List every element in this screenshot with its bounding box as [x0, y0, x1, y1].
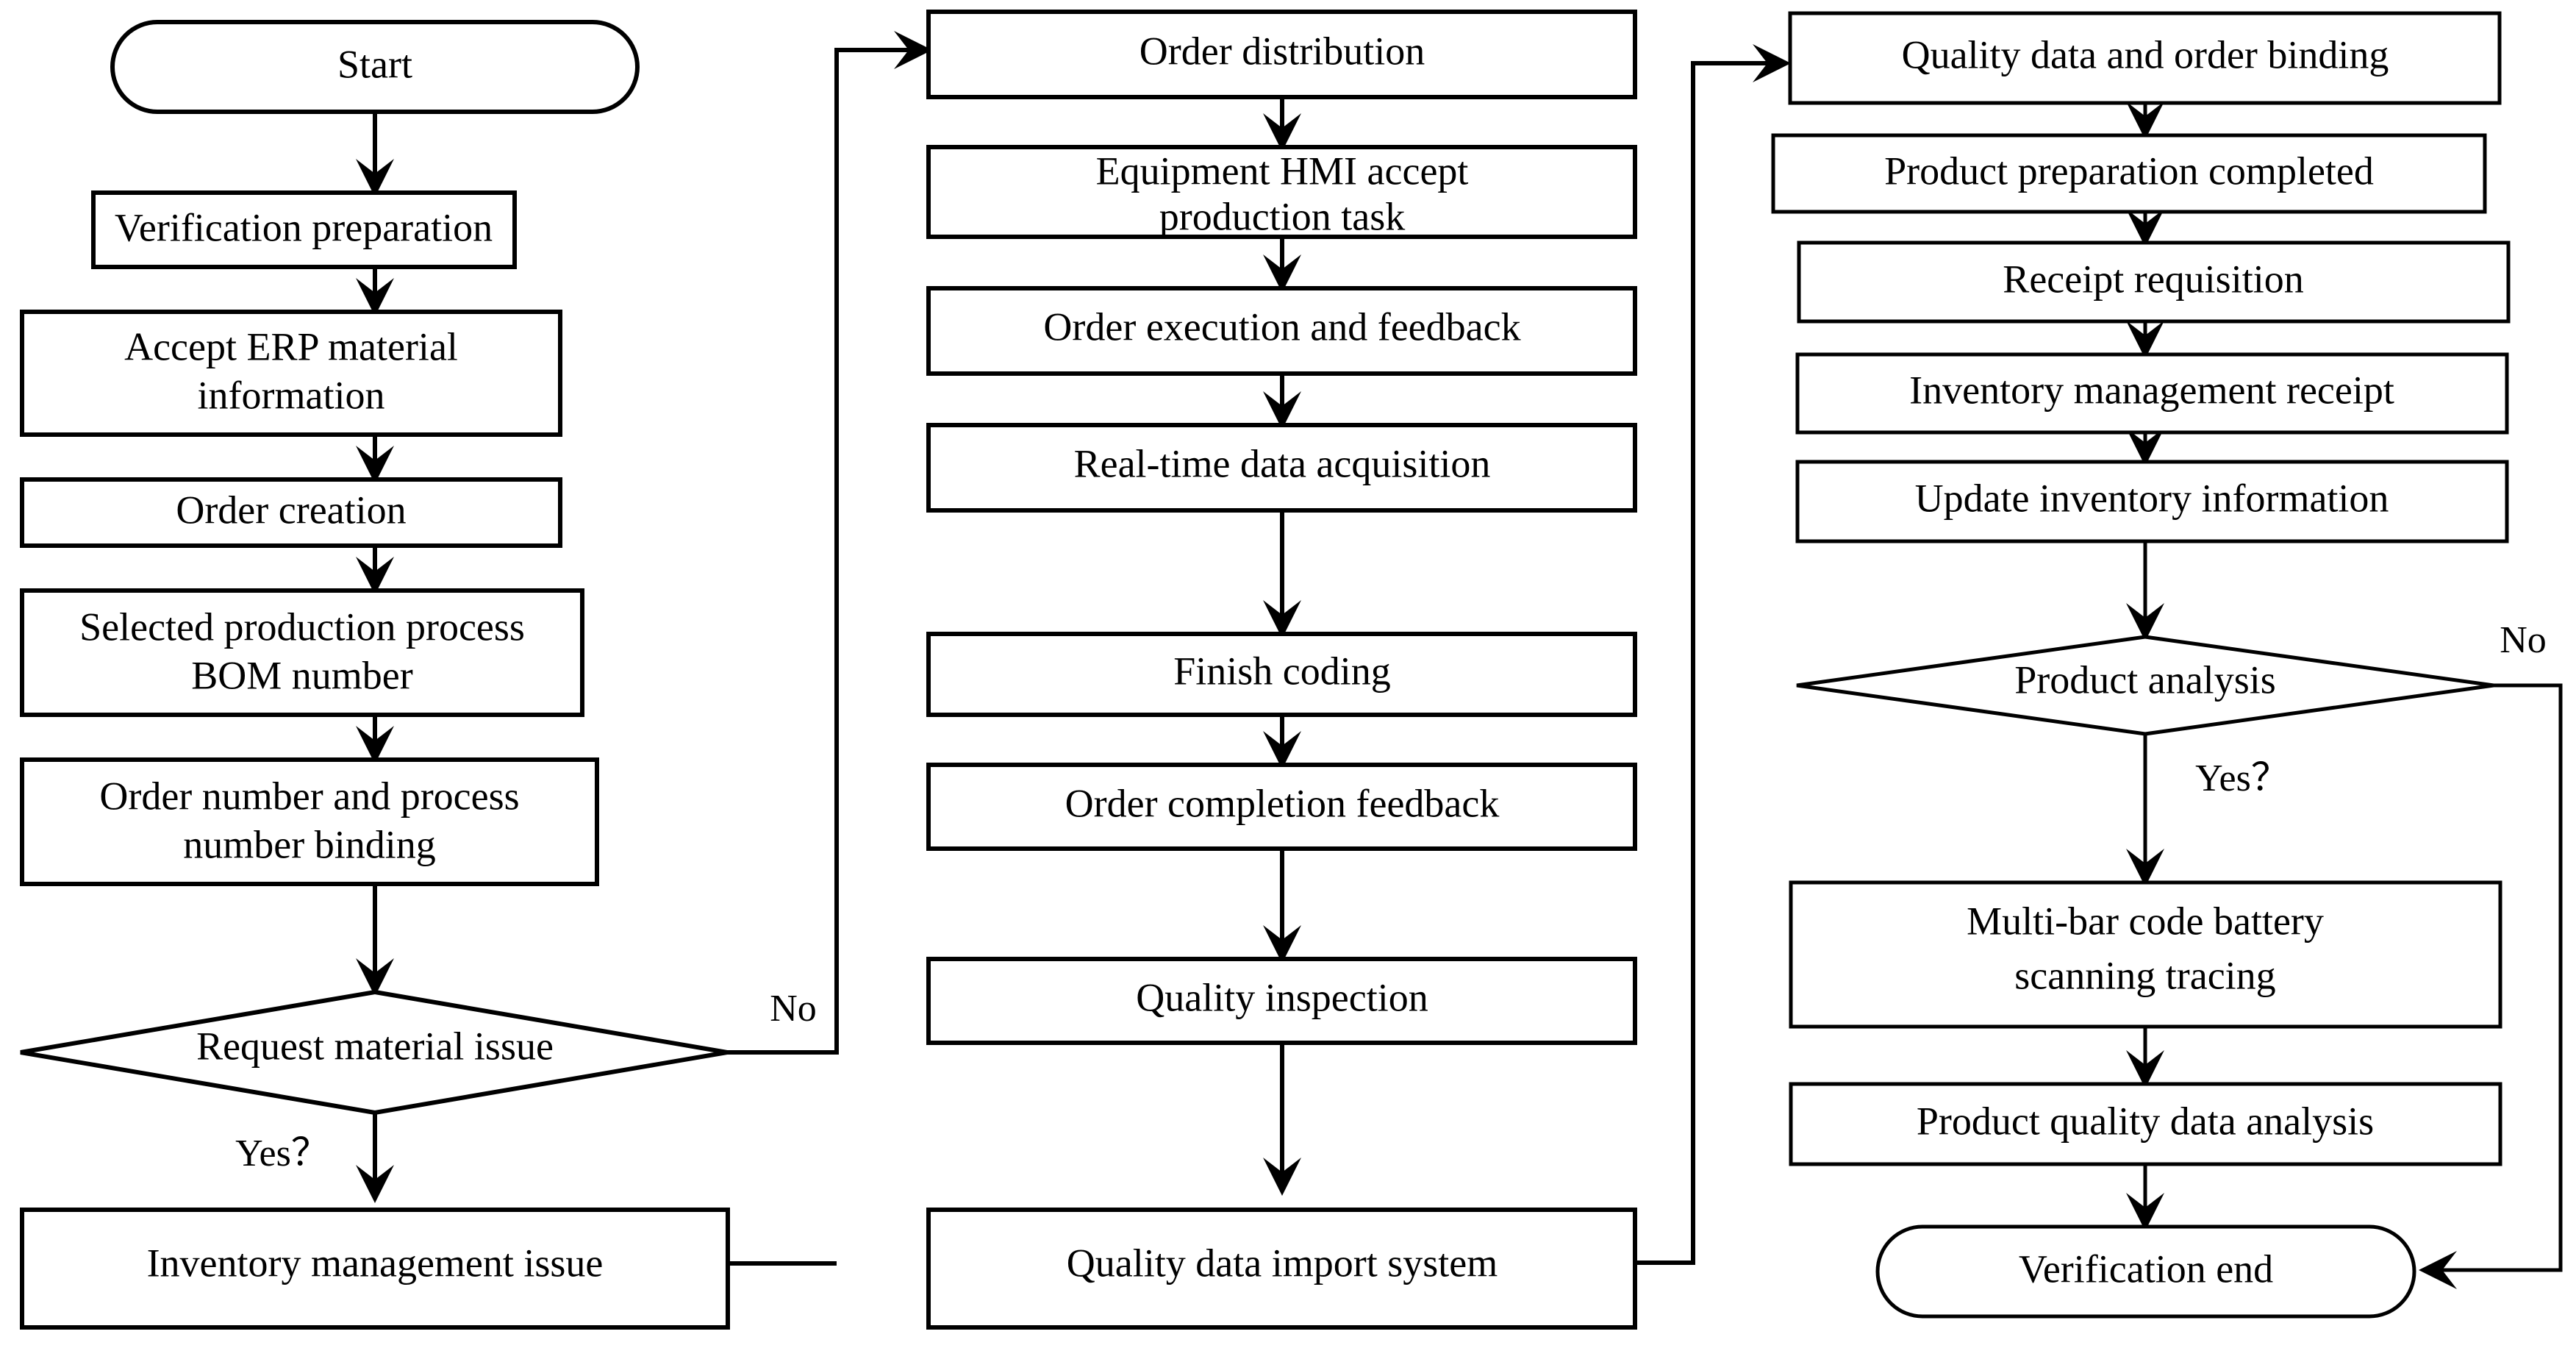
node-verification-end-label: Verification end — [2019, 1247, 2273, 1291]
connector-verifprep-to-accepterp — [356, 267, 394, 316]
node-request-material-issue-label: Request material issue — [196, 1024, 554, 1068]
connector-orderprocbind-to-requestmaterial — [356, 884, 394, 996]
connector-updateinventory-to-productanalysis — [2126, 541, 2164, 641]
node-update-inventory-information-label: Update inventory information — [1915, 476, 2389, 520]
node-equipment-hmi-line1: Equipment HMI accept — [1096, 149, 1469, 193]
connector-ordercreation-to-selectedbom — [356, 546, 394, 595]
node-quality-inspection-label: Quality inspection — [1136, 975, 1428, 1019]
node-multi-bar-code-battery-scanning-tracing[interactable]: Multi-bar code battery scanning tracing — [1789, 880, 2502, 1029]
node-product-preparation-completed[interactable]: Product preparation completed — [1771, 133, 2487, 214]
connector-multibarcode-to-productquality — [2126, 1027, 2164, 1088]
node-quality-data-and-order-binding-label: Quality data and order binding — [1902, 32, 2389, 76]
node-request-material-issue[interactable]: Request material issue — [20, 989, 728, 1116]
node-quality-data-import-system-label: Quality data import system — [1067, 1241, 1498, 1285]
connector-qualityorderbind-to-productprep — [2126, 101, 2164, 140]
node-multi-bar-code-line1: Multi-bar code battery — [1967, 899, 2324, 943]
node-receipt-requisition[interactable]: Receipt requisition — [1797, 240, 2511, 324]
node-equipment-hmi-accept-production-task[interactable]: Equipment HMI accept production task — [926, 145, 1637, 239]
edge-label-product-analysis-yes: Yes？ — [2195, 757, 2289, 799]
connector-productprep-to-receiptreq — [2126, 209, 2164, 247]
node-product-quality-data-analysis[interactable]: Product quality data analysis — [1789, 1082, 2502, 1166]
node-real-time-data-acquisition[interactable]: Real-time data acquisition — [926, 423, 1637, 513]
connector-orderdistribution-to-equipmenthmi — [1263, 97, 1301, 151]
edge-label-product-analysis-no: No — [2500, 619, 2547, 661]
node-selected-production-process-bom-number[interactable]: Selected production process BOM number — [20, 588, 584, 717]
connector-orderexec-to-realtimedata — [1263, 374, 1301, 429]
connector-equipmenthmi-to-orderexec — [1263, 237, 1301, 293]
connector-requestmaterial-yes-to-inventoryissue — [356, 1113, 394, 1203]
node-verification-preparation-label: Verification preparation — [115, 205, 493, 249]
node-inventory-management-issue-label: Inventory management issue — [147, 1241, 604, 1285]
node-order-proc-bind-line2: number binding — [183, 822, 435, 866]
node-equipment-hmi-line2: production task — [1159, 194, 1405, 238]
node-accept-erp-line2: information — [198, 373, 385, 417]
connector-productquality-to-verificationend — [2126, 1164, 2164, 1231]
node-order-distribution-label: Order distribution — [1139, 29, 1425, 73]
node-verification-preparation[interactable]: Verification preparation — [91, 190, 517, 269]
node-inventory-management-receipt[interactable]: Inventory management receipt — [1795, 352, 2509, 435]
node-quality-inspection[interactable]: Quality inspection — [926, 957, 1637, 1045]
node-order-execution-label: Order execution and feedback — [1043, 304, 1520, 349]
node-start[interactable]: Start — [110, 20, 640, 114]
node-update-inventory-information[interactable]: Update inventory information — [1795, 460, 2509, 543]
node-multi-bar-code-line2: scanning tracing — [2014, 953, 2275, 997]
node-selected-bom-line1: Selected production process — [79, 605, 525, 649]
node-order-distribution[interactable]: Order distribution — [926, 10, 1637, 99]
node-product-preparation-completed-label: Product preparation completed — [1884, 149, 2374, 193]
node-order-creation[interactable]: Order creation — [20, 477, 562, 548]
node-order-proc-bind-line1: Order number and process — [99, 774, 519, 818]
connector-productanalysis-no-to-verificationend — [2419, 683, 2563, 1289]
node-accept-erp-line1: Accept ERP material — [124, 324, 458, 368]
node-real-time-data-acquisition-label: Real-time data acquisition — [1074, 441, 1491, 485]
connector-productanalysis-yes-to-multibarcode — [2126, 734, 2164, 887]
edge-label-request-material-no: No — [770, 988, 817, 1030]
node-product-analysis[interactable]: Product analysis — [1796, 635, 2494, 736]
edge-label-request-material-yes: Yes？ — [235, 1133, 329, 1174]
node-receipt-requisition-label: Receipt requisition — [2003, 257, 2303, 301]
node-start-label: Start — [337, 42, 412, 86]
node-product-analysis-label: Product analysis — [2014, 657, 2275, 702]
node-verification-end[interactable]: Verification end — [1875, 1224, 2416, 1319]
node-quality-data-import-system[interactable]: Quality data import system — [926, 1208, 1637, 1330]
connector-accepterp-to-ordercreation — [356, 435, 394, 484]
node-product-quality-data-analysis-label: Product quality data analysis — [1917, 1099, 2374, 1143]
connector-selectedbom-to-orderprocbind — [356, 715, 394, 764]
connector-requestmaterial-no-to-orderdistribution — [727, 31, 932, 1055]
connector-qualityimport-to-qualityorderbind — [1635, 44, 1791, 1265]
node-quality-data-and-order-binding[interactable]: Quality data and order binding — [1788, 11, 2502, 105]
node-finish-coding[interactable]: Finish coding — [926, 632, 1637, 717]
node-order-creation-label: Order creation — [176, 488, 406, 532]
connector-inventoryreceipt-to-updateinventory — [2126, 428, 2164, 466]
node-order-completion-feedback[interactable]: Order completion feedback — [926, 763, 1637, 851]
connector-receiptreq-to-inventoryreceipt — [2126, 321, 2164, 359]
node-inventory-management-issue[interactable]: Inventory management issue — [20, 1208, 730, 1330]
node-order-execution-and-feedback[interactable]: Order execution and feedback — [926, 286, 1637, 376]
connector-qualityinspection-to-qualityimport — [1263, 1043, 1301, 1196]
node-selected-bom-line2: BOM number — [191, 653, 413, 697]
node-order-completion-feedback-label: Order completion feedback — [1065, 781, 1500, 825]
connector-ordercompletion-to-qualityinspection — [1263, 849, 1301, 963]
connector-finishcoding-to-ordercompletion — [1263, 715, 1301, 769]
connector-start-to-verifprep — [356, 112, 394, 197]
node-finish-coding-label: Finish coding — [1173, 649, 1391, 693]
connector-realtimedata-to-finishcoding — [1263, 510, 1301, 638]
node-inventory-management-receipt-label: Inventory management receipt — [1909, 368, 2394, 412]
node-accept-erp-material-information[interactable]: Accept ERP material information — [20, 310, 562, 437]
node-order-number-and-process-number-binding[interactable]: Order number and process number binding — [20, 757, 599, 886]
